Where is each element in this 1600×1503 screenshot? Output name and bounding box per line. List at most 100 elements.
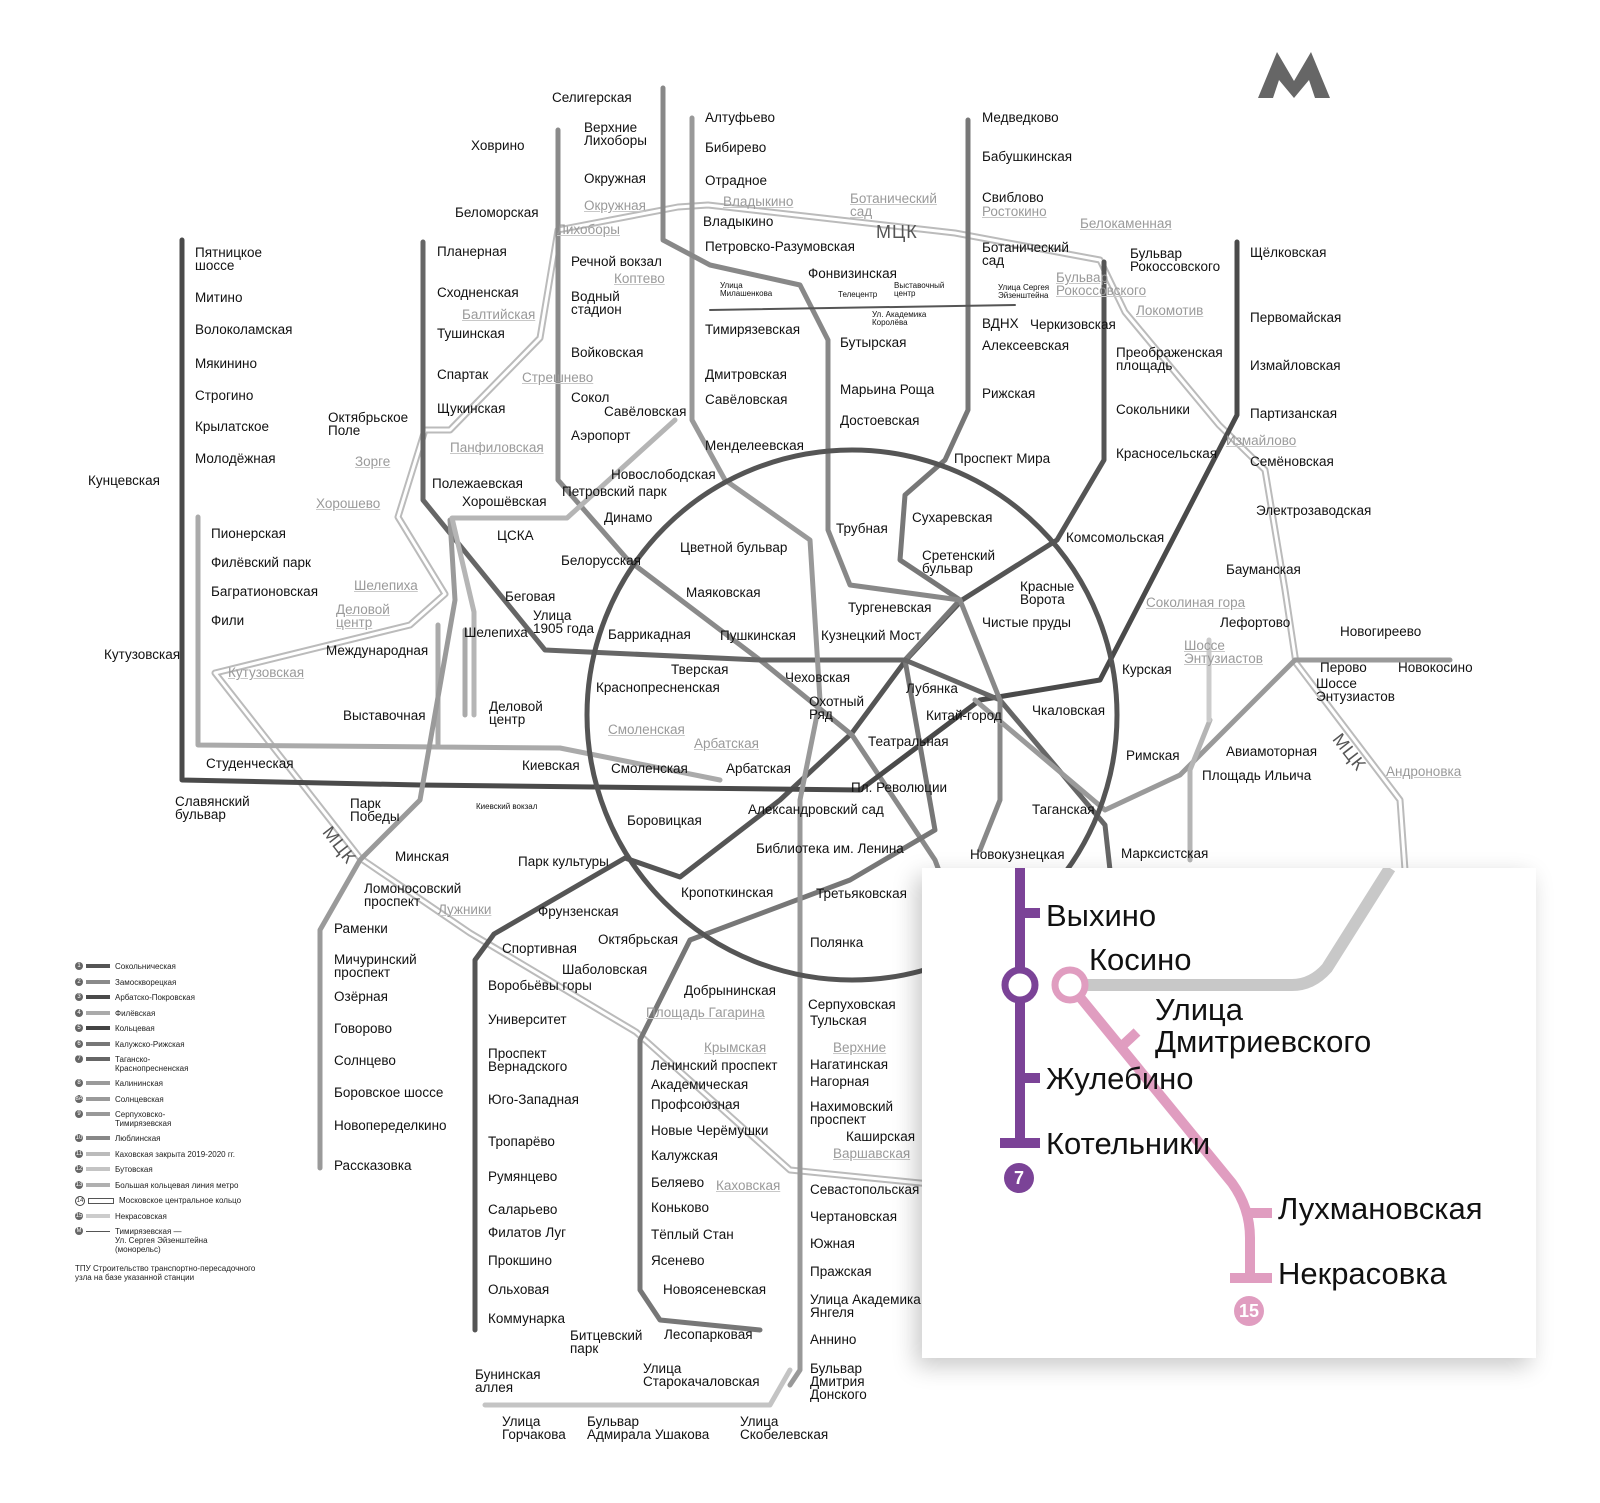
station-label: Цветной бульвар	[680, 540, 788, 555]
line-number-badge: 5	[75, 1024, 83, 1032]
line-swatch	[86, 1010, 110, 1015]
inset-station-label: Выхино	[1046, 898, 1157, 933]
station-label: Кунцевская	[88, 473, 160, 488]
station-label: Шелепиха	[464, 625, 528, 640]
station-label: Охотный Ряд	[809, 694, 865, 722]
station-label: Бульвар Рокоссовского	[1056, 270, 1147, 298]
station-label: Кропоткинская	[681, 885, 774, 900]
station-label: Шоссе Энтузиастов	[1184, 638, 1263, 666]
line-swatch	[86, 995, 110, 999]
line-swatch	[88, 1198, 114, 1204]
station-label: Тульская	[810, 1013, 867, 1028]
station-label: Тургеневская	[848, 600, 932, 615]
station-label: Площадь Гагарина	[646, 1005, 765, 1020]
station-label: Свиблово	[982, 190, 1044, 205]
station-label: Деловой центр	[489, 699, 543, 727]
station-label: Балтийская	[462, 307, 536, 322]
station-label: Рассказовка	[334, 1158, 412, 1173]
station-label: Беговая	[505, 589, 556, 604]
station-label: Нахимовский проспект	[810, 1099, 894, 1127]
inset-map: Выхино Косино Улица Дмитриевского Жулеби…	[922, 868, 1536, 1358]
station-label: ЦСКА	[497, 528, 534, 543]
line-7	[420, 239, 1113, 873]
station-label: Юго-Западная	[488, 1092, 579, 1107]
legend-label: Сокольническая	[115, 962, 176, 971]
station-label: Улица Горчакова	[502, 1414, 566, 1442]
station-label: Бульвар Рокоссовского	[1130, 246, 1221, 274]
station-label: Бауманская	[1226, 562, 1301, 577]
line-number-badge: 11	[75, 1149, 83, 1158]
line-15-badge: 15	[1234, 1296, 1264, 1326]
station-label: Первомайская	[1250, 310, 1342, 325]
station-label: Филатов Луг	[488, 1225, 567, 1240]
station-label: Парк культуры	[518, 854, 609, 869]
station-label: Ленинский проспект	[651, 1058, 778, 1073]
station-label: Улица Скобелевская	[740, 1414, 829, 1442]
station-label: Марксистская	[1121, 846, 1209, 861]
station-label: Добрынинская	[684, 983, 776, 998]
station-label: Варшавская	[833, 1146, 911, 1161]
station-label: Деловой центр	[336, 602, 390, 630]
inset-station-label: Косино	[1089, 942, 1192, 977]
station-label: Калужская	[651, 1148, 718, 1163]
station-label: Лужники	[438, 902, 492, 917]
line-swatch	[86, 1231, 110, 1232]
station-label: Багратионовская	[211, 584, 318, 599]
station-label: Арбатская	[694, 736, 759, 751]
station-label: Воробьёвы горы	[488, 978, 592, 993]
station-label: Новокузнецкая	[970, 847, 1065, 862]
station-label: Улица Милашенкова	[720, 281, 773, 298]
legend-label: Московское центральное кольцо	[119, 1196, 242, 1205]
station-label: Стрешнево	[522, 370, 594, 385]
legend-label: Солнцевская	[115, 1094, 164, 1104]
station-label: Белорусская	[561, 553, 641, 568]
station-label: Трубная	[836, 521, 888, 536]
station-label: Перово	[1320, 660, 1367, 675]
station-label: Беляево	[651, 1175, 705, 1190]
station-label: Кутузовская	[228, 665, 305, 680]
station-label: Ховрино	[471, 138, 525, 153]
station-label: Сокол	[571, 390, 610, 405]
station-label: Красные Ворота	[1020, 579, 1075, 607]
station-label: Театральная	[868, 734, 949, 749]
line-swatch	[86, 1026, 110, 1030]
station-label: Южная	[810, 1236, 855, 1251]
station-label: Ольховая	[488, 1282, 550, 1297]
inset-station-label: Жулебино	[1046, 1061, 1194, 1096]
station-label: Университет	[488, 1012, 567, 1027]
station-label: Парк Победы	[350, 796, 400, 824]
station-label: Улица Академика Янгеля	[810, 1292, 921, 1320]
station-label: Сокольники	[1116, 402, 1190, 417]
station-label: Площадь Ильича	[1202, 768, 1312, 783]
line-number-badge: 14	[75, 1196, 85, 1206]
line-number-badge: 8	[75, 1079, 83, 1087]
station-label: Бульвар Дмитрия Донского	[810, 1361, 867, 1402]
station-label: Зорге	[355, 454, 391, 469]
legend-label: Калужско-Рижская	[115, 1039, 185, 1049]
station-label: Третьяковская	[816, 886, 907, 901]
line-swatch	[86, 1096, 110, 1101]
tpu-note: ТПУ Строительство транспортно-пересадочн…	[75, 1264, 256, 1282]
station-label: Петровский парк	[562, 484, 667, 499]
station-label: Беломорская	[455, 205, 539, 220]
line-10	[660, 85, 1003, 853]
station-label: Савёловская	[705, 392, 788, 407]
station-label: Пионерская	[211, 526, 286, 541]
station-label: Измайлово	[1226, 433, 1297, 448]
metro-logo-icon	[1258, 52, 1330, 98]
station-label: Мякинино	[195, 356, 257, 371]
station-label: Ростокино	[982, 204, 1047, 219]
station-label: Чистые пруды	[982, 615, 1071, 630]
line-swatch	[86, 1213, 110, 1218]
station-label: Пражская	[810, 1264, 872, 1279]
station-label: Тропарёво	[488, 1134, 555, 1149]
line-number-badge: 15	[75, 1211, 83, 1220]
station-label: Алтуфьево	[705, 110, 775, 125]
station-label: Улица Сергея Эйзенштейна	[998, 283, 1050, 300]
